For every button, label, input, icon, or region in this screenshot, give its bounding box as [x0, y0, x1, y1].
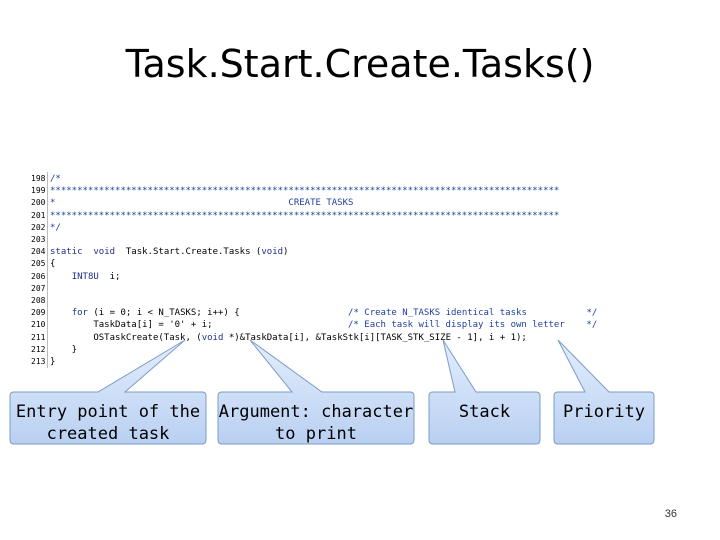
page-number: 36 [664, 508, 677, 520]
code-line: 209 for (i = 0; i < N_TASKS; i++) { /* C… [31, 306, 681, 321]
code-line: 201 *************************************… [31, 208, 681, 223]
code-line: 199 *************************************… [31, 184, 681, 199]
gutter-divider [47, 233, 48, 247]
gutter-divider [47, 342, 48, 357]
code-text: */ [50, 222, 61, 233]
gutter-divider [47, 196, 48, 211]
code-line: 200 * CREATE TASKS [31, 196, 681, 211]
gutter-divider [47, 220, 48, 235]
gutter-divider [47, 306, 48, 321]
code-text: { [50, 259, 56, 270]
code-text: * CREATE TASKS [50, 198, 354, 209]
line-number: 210 [31, 320, 46, 330]
line-number: 202 [31, 222, 46, 232]
line-number: 209 [31, 308, 46, 318]
callout-argument-shape [217, 339, 415, 445]
code-listing: 198 /* 199 ********************************… [31, 172, 681, 368]
gutter-divider [47, 281, 48, 296]
gutter-divider [47, 208, 48, 223]
code-line: 205 { [31, 257, 681, 272]
line-number: 208 [31, 296, 46, 305]
gutter-divider [47, 294, 48, 308]
gutter-divider [47, 184, 48, 199]
code-line: 203 [31, 233, 681, 247]
code-text: /* [50, 174, 61, 184]
gutter-divider [47, 330, 48, 345]
code-line: 211 OSTaskCreate(Task, (void *)&TaskData… [31, 330, 681, 345]
code-line: 212 } [31, 342, 681, 357]
code-text: } [50, 357, 56, 367]
line-number: 200 [31, 198, 46, 208]
gutter-divider [47, 257, 48, 272]
code-text: TaskData[i] = '0' + i; /* Each task will… [50, 320, 598, 331]
slide-title: Task.Start.Create.Tasks() [125, 42, 595, 86]
line-number: 213 [31, 357, 46, 366]
code-line: 202 */ [31, 220, 681, 235]
line-number: 198 [31, 174, 46, 183]
code-text: ****************************************… [50, 186, 560, 197]
callout-stack-text: Stack [458, 402, 511, 422]
gutter-divider [47, 269, 48, 284]
gutter-divider [47, 172, 48, 186]
line-number: 199 [31, 186, 46, 196]
callout-priority-shape [553, 339, 655, 445]
callout-entry-point-shape [9, 339, 207, 445]
line-number: 212 [31, 344, 46, 354]
code-text: ****************************************… [50, 210, 560, 221]
callout-priority-text: Priority [563, 402, 645, 422]
gutter-divider [47, 355, 48, 368]
code-line: 207 [31, 281, 681, 296]
code-text: OSTaskCreate(Task, (void *)&TaskData[i],… [50, 332, 527, 343]
code-text: for (i = 0; i < N_TASKS; i++) { /* Creat… [71, 308, 598, 319]
line-number: 201 [31, 210, 46, 220]
gutter-divider [47, 245, 48, 260]
code-line: 213} [31, 355, 681, 368]
code-line: 204 static void Task.Start.Create.Tasks (… [31, 245, 681, 260]
line-number: 207 [31, 283, 46, 293]
line-number: 205 [31, 259, 46, 269]
code-line: 208 [31, 294, 681, 308]
code-line: 198 /* [31, 172, 681, 186]
line-number: 203 [31, 235, 46, 244]
code-text: static void Task.Start.Create.Tasks (voi… [50, 247, 289, 258]
gutter-divider [47, 318, 48, 333]
line-number: 204 [31, 247, 46, 257]
line-number: 206 [31, 271, 46, 281]
code-text: } [50, 344, 78, 355]
code-line: 206 INT8U i; [31, 269, 681, 284]
line-number: 211 [31, 332, 46, 342]
code-text: INT8U i; [71, 271, 121, 282]
callout-stack-shape [428, 339, 541, 445]
code-line: 210 TaskData[i] = '0' + i; /* Each task … [31, 318, 681, 333]
